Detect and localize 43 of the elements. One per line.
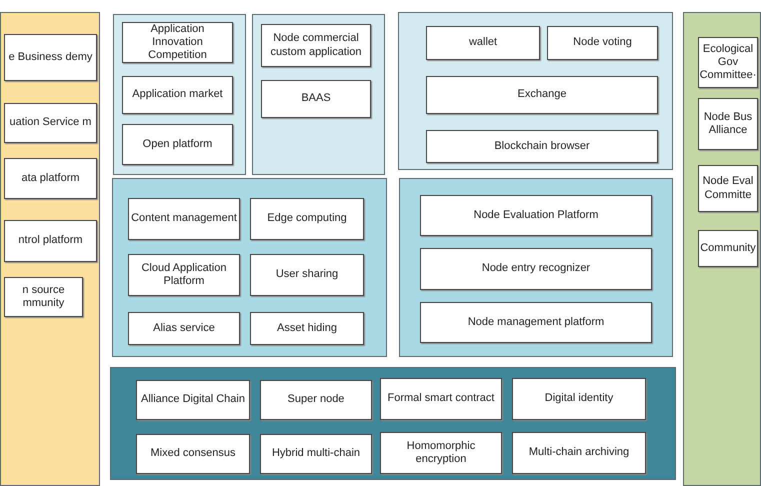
component-box: uation Service m — [4, 103, 97, 143]
component-box: BAAS — [261, 80, 371, 118]
component-box: Application Innovation Competition — [122, 22, 233, 63]
component-box: Edge computing — [250, 198, 364, 240]
component-box: Community — [698, 230, 758, 267]
application-panel — [113, 14, 246, 175]
component-box: Super node — [260, 380, 372, 420]
component-box: ata platform — [4, 158, 97, 199]
component-box: Alliance Digital Chain — [136, 380, 250, 420]
component-box: Alias service — [128, 312, 240, 345]
component-box: Node management platform — [420, 302, 652, 343]
component-box: Node Bus Alliance — [698, 98, 758, 150]
component-box: Asset hiding — [250, 312, 364, 345]
platform-panel — [399, 178, 673, 357]
component-box: Digital identity — [512, 378, 646, 420]
component-box: ntrol platform — [4, 220, 97, 262]
application-panel — [252, 14, 385, 175]
component-box: Multi-chain archiving — [512, 432, 646, 474]
component-box: Node voting — [547, 26, 658, 60]
component-box: Mixed consensus — [136, 434, 250, 474]
component-box: Content management — [128, 198, 240, 240]
core-panel — [110, 367, 676, 480]
component-box: User sharing — [250, 254, 364, 296]
component-box: Node Eval Committe — [698, 165, 758, 212]
component-box: Cloud Application Platform — [128, 254, 240, 296]
component-box: Blockchain browser — [426, 130, 658, 163]
component-box: wallet — [426, 26, 540, 60]
component-box: Application market — [122, 76, 233, 114]
component-box: n source mmunity — [4, 277, 83, 317]
service-panel — [398, 12, 673, 170]
component-box: Hybrid multi-chain — [260, 434, 372, 474]
right-panel — [683, 12, 761, 486]
component-box: e Business demy — [4, 34, 97, 81]
component-box: Formal smart contract — [380, 378, 502, 420]
component-box: Homomorphic encryption — [380, 432, 502, 474]
component-box: Node Evaluation Platform — [420, 195, 652, 236]
component-box: Node entry recognizer — [420, 248, 652, 290]
component-box: Open platform — [122, 124, 233, 165]
left-panel — [0, 12, 100, 486]
platform-panel — [112, 178, 387, 357]
component-box: Ecological Gov Committee· — [698, 37, 758, 88]
component-box: Exchange — [426, 76, 658, 114]
component-box: Node commercial custom application — [261, 24, 371, 67]
